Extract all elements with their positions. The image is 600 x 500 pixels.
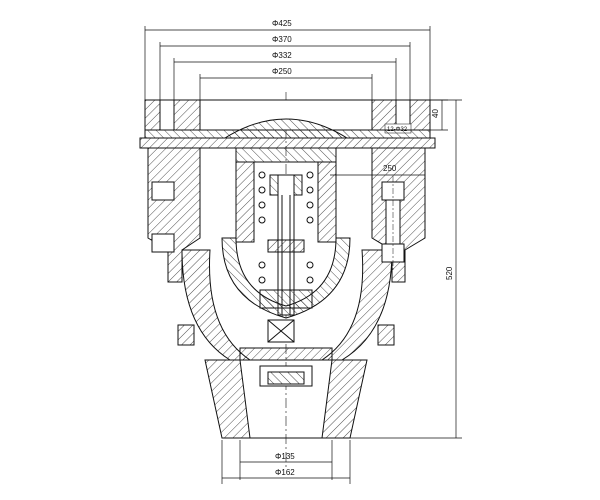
dim-label-40: 40 <box>431 109 440 118</box>
guide-bowl <box>221 237 351 319</box>
dim-label-135: Φ135 <box>275 452 295 461</box>
cover-dome <box>223 118 349 139</box>
valve-stem <box>259 174 313 316</box>
dim-height-520 <box>340 99 462 439</box>
dim-label-332: Φ332 <box>272 51 292 60</box>
seat-disc <box>239 319 333 361</box>
dimension-lines-bottom <box>221 440 351 484</box>
inlet-body <box>204 359 368 439</box>
dim-label-425: Φ425 <box>272 19 292 28</box>
side-nozzles <box>177 324 395 346</box>
right-bolt <box>381 176 405 270</box>
dim-label-250-top: Φ250 <box>272 67 292 76</box>
dim-label-370: Φ370 <box>272 35 292 44</box>
dim-label-250-side: 250 <box>383 164 397 173</box>
dim-label-520: 520 <box>445 266 454 280</box>
spring-coils <box>258 171 314 284</box>
dimension-lines-top <box>144 26 431 104</box>
left-bolts <box>151 181 175 253</box>
spring-housing <box>235 147 337 243</box>
dim-label-162: Φ162 <box>275 468 295 477</box>
